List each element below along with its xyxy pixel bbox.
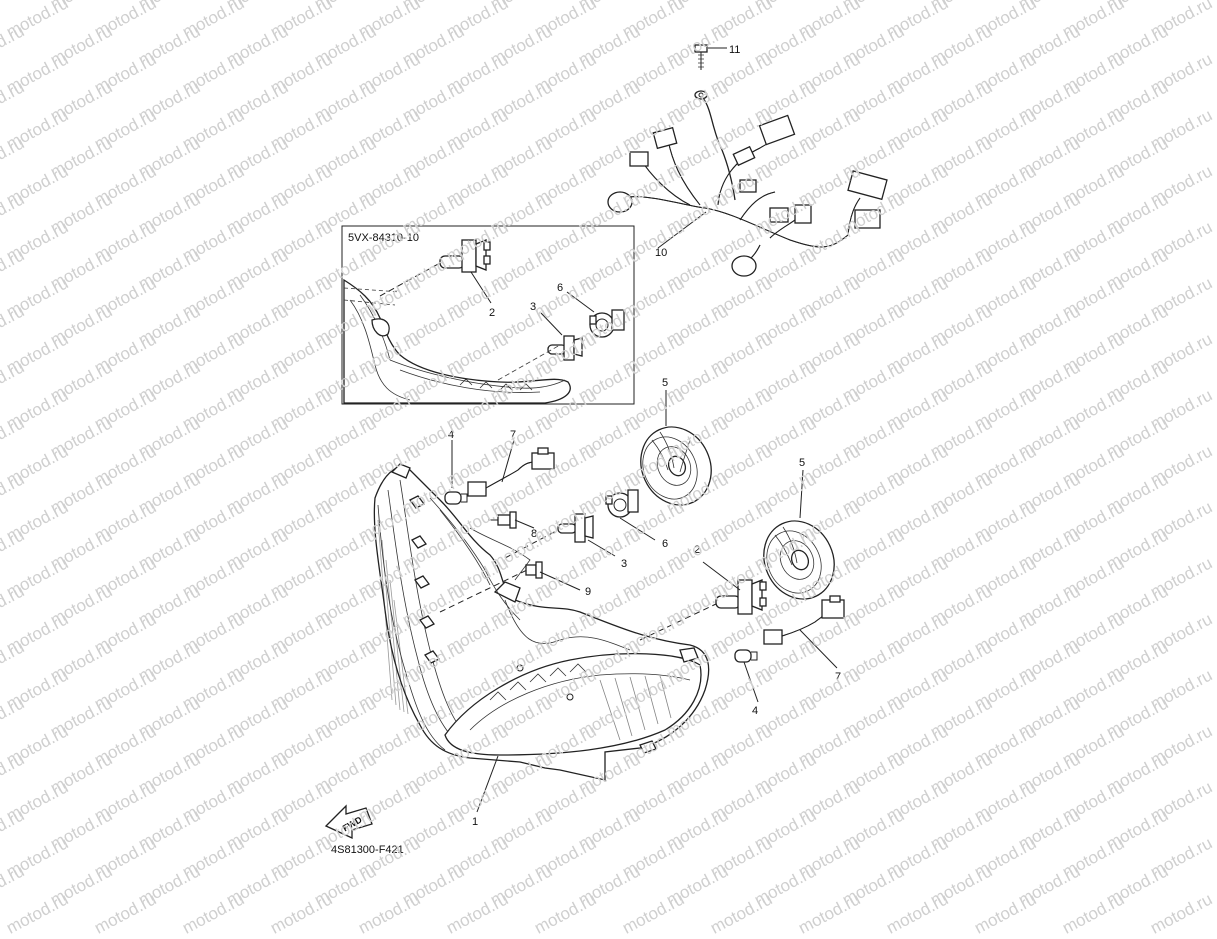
inset-callout-3: 3 xyxy=(530,301,536,313)
diagram-code: 4S81300-F421 xyxy=(331,844,404,856)
headlight-assembly xyxy=(373,463,710,781)
inset-bulb-holder xyxy=(589,309,625,338)
inset-callout-2: 2 xyxy=(489,307,495,319)
callout-socket-right: 4 xyxy=(752,705,758,717)
bulb-main xyxy=(715,579,767,615)
callout-headlight: 1 xyxy=(472,816,478,828)
harness-bolt xyxy=(694,44,727,100)
bulb-holder xyxy=(605,489,639,518)
callout-reflector-top: 5 xyxy=(662,377,668,389)
callout-cord-right: 7 xyxy=(835,671,841,683)
reflector-right xyxy=(763,520,835,600)
callout-socket-left: 4 xyxy=(448,429,454,441)
bulb-small xyxy=(557,513,594,543)
callout-reflector-right: 5 xyxy=(799,457,805,469)
inset-callout-6: 6 xyxy=(557,282,563,294)
inset-code: 5VX-84310-10 xyxy=(348,232,419,244)
callout-screw-upper: 8 xyxy=(531,528,537,540)
callout-bulb-main: 2 xyxy=(694,544,700,556)
inset-bulb-small xyxy=(547,335,583,361)
wire-harness xyxy=(607,44,888,277)
headlight-exploded-diagram: 5VX-84310-10 2 3 6 xyxy=(324,44,888,856)
cord-left xyxy=(467,447,555,497)
callout-bulb-small: 3 xyxy=(621,558,627,570)
screw-lower xyxy=(525,561,543,579)
callout-harness-bolt: 11 xyxy=(729,44,740,56)
callout-screw-lower: 9 xyxy=(585,586,591,598)
inset-bulb-main xyxy=(439,239,491,273)
callout-cord-left: 7 xyxy=(510,429,516,441)
reflector-top xyxy=(640,426,712,506)
inset-variant-box: 5VX-84310-10 2 3 6 xyxy=(341,225,635,405)
socket-left xyxy=(444,491,468,505)
callout-bulb-holder: 6 xyxy=(662,538,668,550)
callout-harness: 10 xyxy=(655,247,667,259)
screw-upper xyxy=(488,511,517,529)
fwd-arrow-icon: FWD xyxy=(324,804,373,840)
socket-right xyxy=(734,649,758,663)
cord-right xyxy=(763,595,845,645)
